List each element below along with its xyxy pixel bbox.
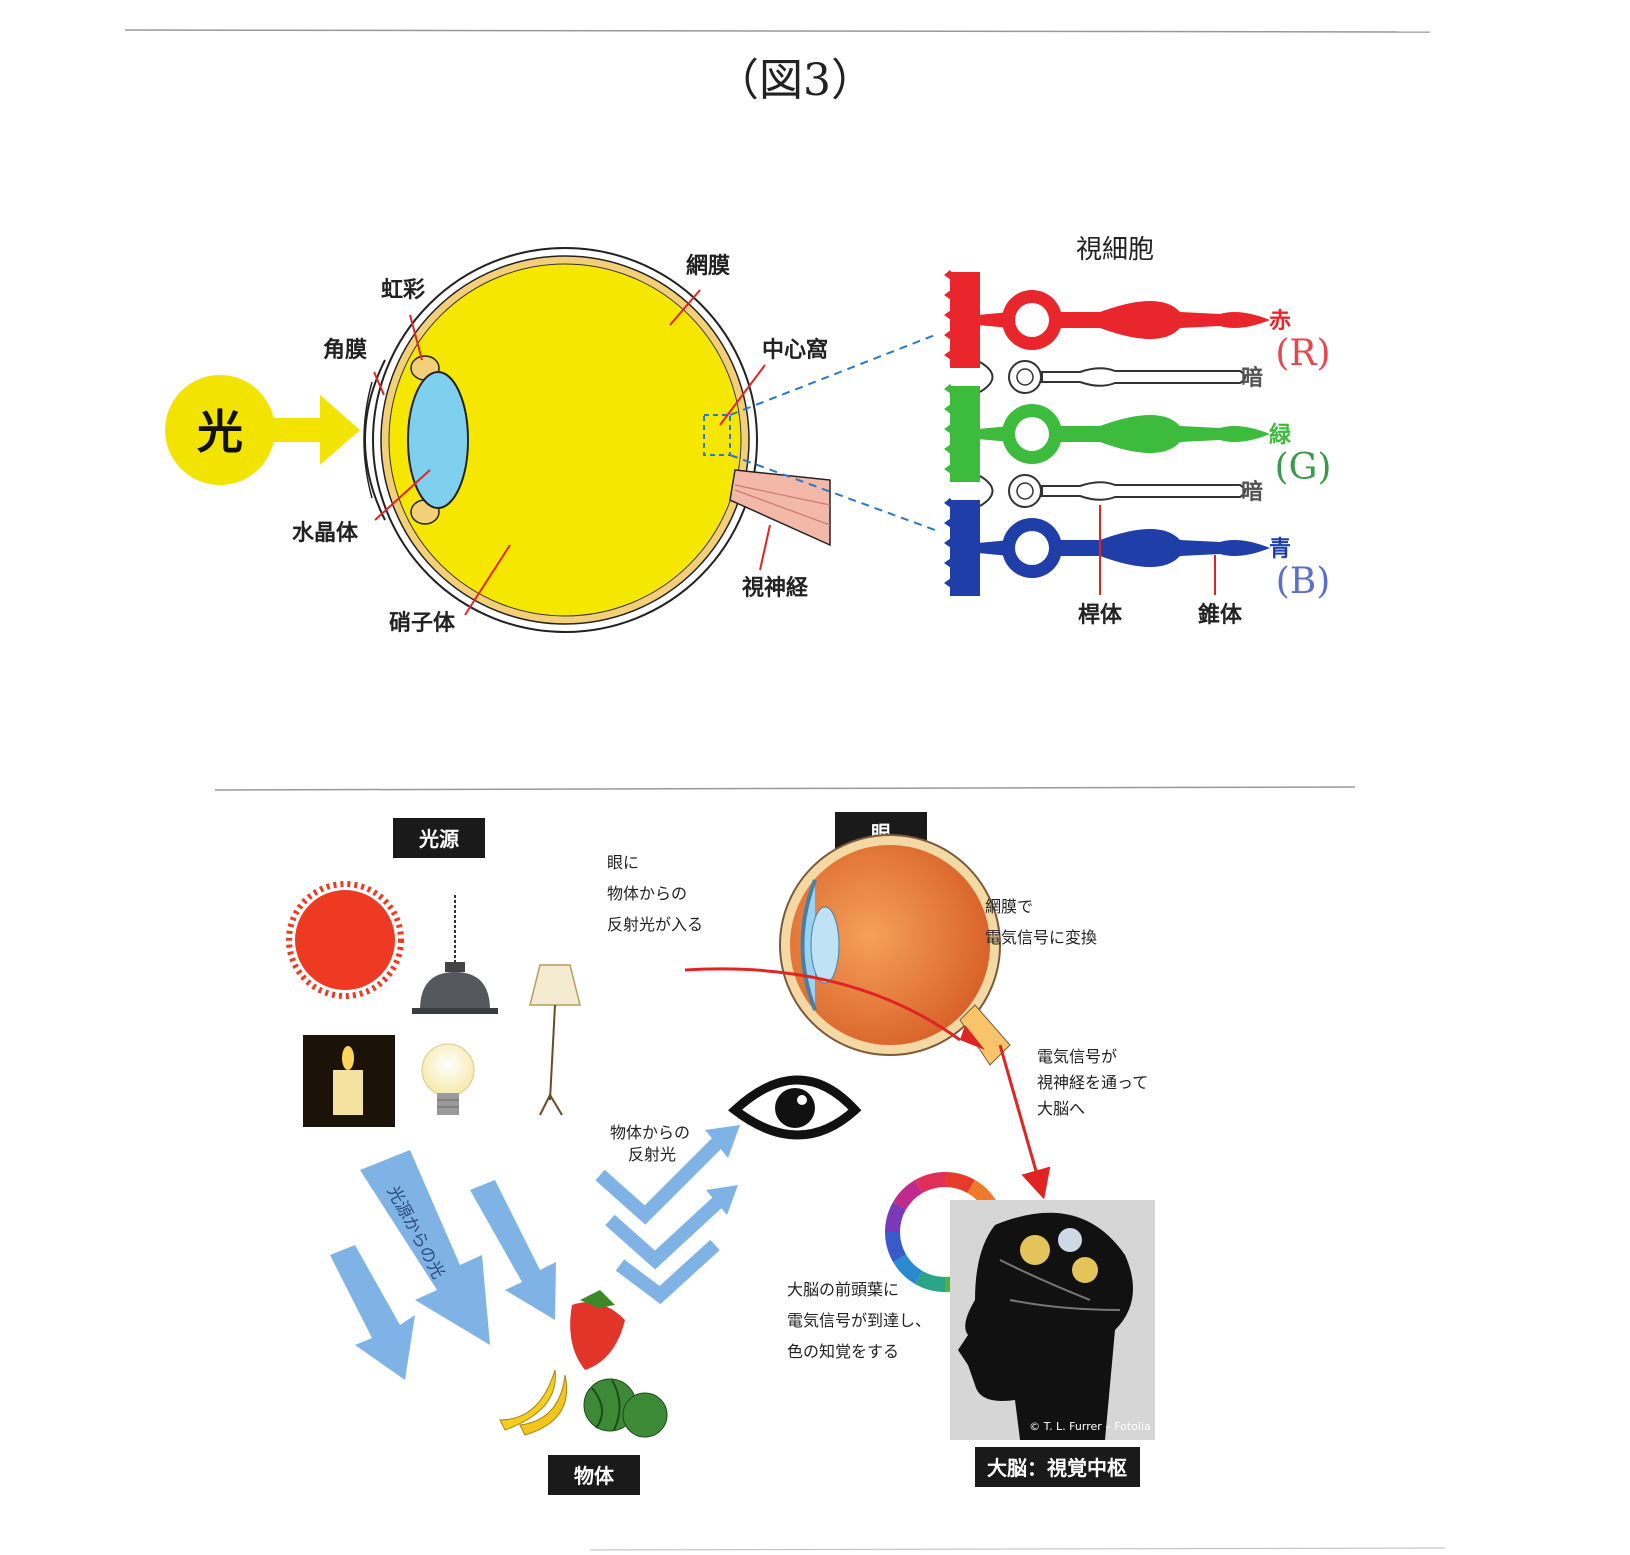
color-wheel-segment (915, 1172, 945, 1194)
label-iris: 虹彩 (381, 278, 425, 303)
label-rod: 桿体 (1078, 603, 1123, 628)
figure-title: （図3） (715, 55, 875, 106)
incoming-light-arrows (330, 1150, 556, 1380)
cone-cell (944, 498, 1270, 596)
top-rule (124, 29, 1431, 33)
cone-cell (944, 270, 1270, 368)
color-wheel-segment (893, 1180, 923, 1210)
cell-label: 青 (1269, 537, 1291, 562)
strawberry-icon (570, 1290, 625, 1370)
nerve-text-2: 視神経を通って (1037, 1073, 1148, 1092)
brain-text-2: 電気信号が到達し、 (787, 1311, 931, 1330)
eye-cross-section: 光 角膜 虹彩 (165, 247, 936, 636)
banana-icon (499, 1369, 568, 1436)
fovea-box (703, 414, 731, 456)
sclera-outline (372, 247, 758, 633)
color-wheel-segment (885, 1202, 907, 1232)
optic-nerve-shape (729, 469, 831, 547)
cell-handwritten-note: (R) (1275, 333, 1330, 374)
svg-text:物体: 物体 (574, 1464, 615, 1488)
cell-handwritten-note: (B) (1276, 561, 1331, 602)
color-wheel-segment (893, 1254, 923, 1284)
label-photoreceptor: 視細胞 (1076, 235, 1154, 265)
label-fovea: 中心窩 (762, 337, 828, 363)
rod-cell (979, 360, 1246, 394)
zoom-line-top (729, 334, 936, 416)
middle-rule (214, 786, 1356, 791)
crystalline-lens (407, 371, 469, 509)
vision-process-diagram: 光源 眼 物体 大脳：視覚中枢 (286, 812, 1155, 1495)
candle-icon (303, 1035, 395, 1127)
svg-text:大脳：視覚中枢: 大脳：視覚中枢 (987, 1456, 1127, 1480)
floor-lamp-icon (529, 964, 581, 1116)
eye-in-text-2: 物体からの (607, 884, 687, 903)
brain-head-icon: © T. L. Furrer – Fotolia (950, 1200, 1155, 1440)
color-wheel-segment (885, 1232, 907, 1262)
vitreous-body (388, 263, 742, 617)
retina-text-2: 電気信号に変換 (985, 928, 1097, 947)
nerve-text-3: 大脳へ (1037, 1099, 1085, 1118)
pendant-lamp-icon (412, 895, 498, 1014)
label-cone: 錐体 (1198, 602, 1243, 628)
rod-cell (979, 474, 1246, 508)
photoreceptor-cells: 視細胞 桿体 錐体 (944, 235, 1270, 628)
nerve-text-1: 電気信号が (1037, 1047, 1117, 1066)
nerve-arrow-red (998, 1044, 1051, 1200)
light-label: 光 (197, 405, 243, 459)
retina-text-1: 網膜で (985, 897, 1033, 916)
cell-label: 赤 (1269, 309, 1291, 334)
tag-brain: 大脳：視覚中枢 (975, 1447, 1140, 1487)
svg-text:光源: 光源 (418, 827, 459, 851)
photo-credit: © T. L. Furrer – Fotolia (1029, 1420, 1151, 1433)
eye-icon (728, 1075, 862, 1140)
reflected-light-chevrons (595, 1135, 725, 1305)
tag-light-source: 光源 (393, 818, 485, 858)
brain-text-3: 色の知覚をする (787, 1342, 899, 1361)
color-wheel-segment (945, 1172, 975, 1194)
label-optic-nerve: 視神経 (742, 575, 809, 601)
watermelon-icon (583, 1378, 668, 1438)
cell-label: 暗 (1241, 479, 1263, 505)
photoreceptor-labels: 赤(R)暗緑(G)暗青(B) (1241, 309, 1331, 602)
label-vitreous: 硝子体 (389, 610, 456, 636)
light-arrow-shaft (272, 418, 322, 442)
reflect-text-1: 物体からの (610, 1123, 690, 1142)
light-circle (165, 375, 275, 485)
label-cornea: 角膜 (323, 337, 367, 363)
light-bulb-icon (421, 1043, 475, 1115)
cell-handwritten-note: (G) (1275, 447, 1332, 488)
cone-cell (944, 384, 1270, 482)
cell-label: 緑 (1269, 422, 1292, 448)
reflect-text-2: 反射光 (628, 1145, 676, 1164)
light-arrow-head (320, 395, 360, 465)
label-retina: 網膜 (686, 253, 730, 279)
brain-text-1: 大脳の前頭葉に (787, 1280, 899, 1299)
label-lens: 水晶体 (292, 521, 359, 546)
sun-icon (286, 881, 404, 999)
light-path-red (684, 967, 961, 1042)
eye-in-text-3: 反射光が入る (607, 915, 703, 934)
cell-label: 暗 (1241, 365, 1263, 391)
tag-object: 物体 (548, 1455, 640, 1495)
cornea-inner-arc (363, 381, 373, 499)
color-wheel-segment (915, 1270, 945, 1292)
eyeball-section (779, 834, 1011, 1066)
eye-in-text-1: 眼に (607, 853, 639, 872)
bottom-rule (589, 1547, 1446, 1551)
